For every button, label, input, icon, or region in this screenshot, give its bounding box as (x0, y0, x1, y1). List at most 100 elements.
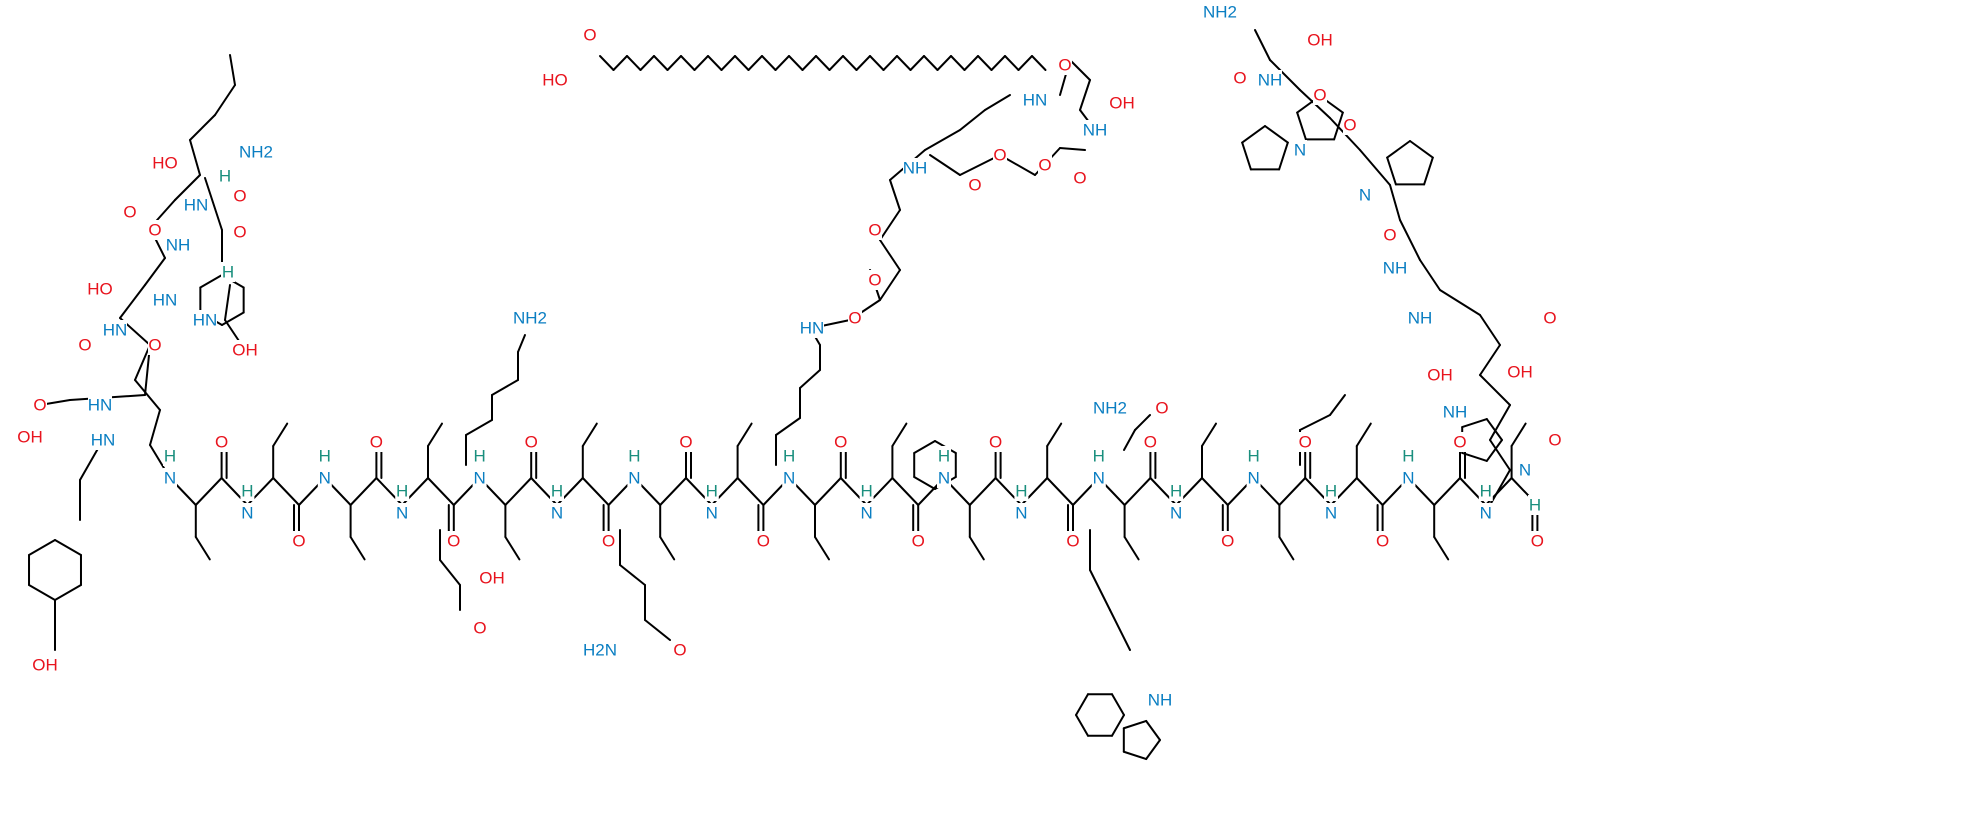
bond (1485, 418, 1503, 441)
bond (504, 536, 521, 561)
atom-label-h: H (1529, 496, 1541, 515)
atom-label-nh2: NH2 (239, 143, 273, 162)
bond (1046, 422, 1063, 447)
bond (427, 477, 455, 506)
label-mask (1110, 93, 1134, 113)
atom-label-o: O (1376, 532, 1389, 551)
bonds-layer (28, 29, 1539, 761)
atom-label-h: H (319, 447, 331, 466)
label-mask (1143, 432, 1158, 452)
atom-label-nh: NH (1443, 403, 1468, 422)
atom-label-h: H (1093, 447, 1105, 466)
label-mask (218, 166, 232, 186)
label-mask (1073, 168, 1087, 188)
label-mask (480, 568, 504, 588)
bond (54, 539, 82, 556)
bond (465, 419, 493, 436)
bond (736, 422, 753, 447)
atom-label-h: H (1480, 482, 1492, 501)
label-mask (1038, 155, 1052, 175)
bond (968, 536, 985, 561)
bond (923, 55, 939, 71)
label-mask (550, 481, 564, 501)
bond (1489, 439, 1511, 471)
bond (693, 55, 709, 71)
atom-label-nh: NH (903, 159, 928, 178)
bond (653, 55, 669, 71)
label-mask (240, 503, 255, 523)
atom-label-nh: NH (1148, 691, 1173, 710)
atom-label-h: H (551, 482, 563, 501)
bond (644, 619, 671, 641)
label-mask (1428, 365, 1452, 385)
label-mask (153, 290, 177, 310)
label-mask (221, 262, 235, 282)
bond (1241, 125, 1266, 144)
bond (1089, 569, 1111, 611)
bond (747, 55, 763, 71)
atom-label-o: O (447, 532, 460, 551)
label-mask (395, 481, 410, 501)
atom-label-nh: NH (1258, 71, 1283, 90)
label-mask (968, 175, 982, 195)
label-mask (233, 186, 247, 206)
bond (349, 477, 378, 506)
label-mask (240, 481, 255, 501)
label-mask (937, 468, 951, 488)
label-mask (472, 468, 487, 488)
bond (889, 179, 901, 211)
atom-label-oh: OH (232, 341, 258, 360)
label-mask (1023, 90, 1047, 110)
bond (891, 422, 908, 447)
bond (54, 584, 82, 601)
atom-label-n: N (1294, 141, 1306, 160)
bond (1355, 477, 1384, 506)
label-mask (800, 318, 824, 338)
label-mask (473, 618, 487, 638)
atom-label-hn: HN (91, 431, 116, 450)
atom-label-n: N (628, 469, 640, 488)
atom-label-o: O (868, 271, 881, 290)
atom-label-o: O (679, 433, 692, 452)
label-mask (1358, 185, 1372, 205)
atom-label-n: N (319, 469, 331, 488)
label-mask (833, 432, 848, 452)
atom-label-o: O (1066, 532, 1079, 551)
atom-label-hn: HN (88, 396, 113, 415)
bond (950, 55, 966, 71)
label-mask (988, 432, 1003, 452)
atom-label-h: H (241, 482, 253, 501)
bond (963, 55, 979, 71)
atom-label-o: O (123, 203, 136, 222)
atom-label-oh: OH (1427, 366, 1453, 385)
label-mask (1093, 398, 1127, 418)
atom-label-o: O (968, 176, 981, 195)
label-mask (1443, 402, 1467, 422)
label-mask (1308, 30, 1332, 50)
atom-label-hn: HN (800, 319, 825, 338)
atom-label-h: H (1247, 447, 1259, 466)
bond (221, 311, 245, 326)
label-mask (782, 468, 797, 488)
atom-label-o: O (1343, 116, 1356, 135)
bond (959, 109, 986, 131)
bond (1510, 422, 1527, 447)
bond (272, 422, 289, 447)
atom-labels-layer: NHONHONHONHONHONHONHONHONHONHONHONHONHON… (17, 2, 1562, 710)
bond (199, 274, 223, 289)
label-mask (1383, 258, 1407, 278)
label-mask (148, 335, 162, 355)
atom-label-nh: NH (1083, 121, 1108, 140)
label-mask (704, 481, 719, 501)
bond (1329, 394, 1346, 416)
label-mask (1528, 495, 1542, 515)
label-mask (1258, 70, 1282, 90)
atom-label-n: N (860, 504, 872, 523)
atom-label-h2n: H2N (583, 641, 617, 660)
atom-label-o: O (583, 26, 596, 45)
bond (427, 422, 443, 447)
atom-label-n: N (706, 504, 718, 523)
label-mask (1383, 225, 1397, 245)
